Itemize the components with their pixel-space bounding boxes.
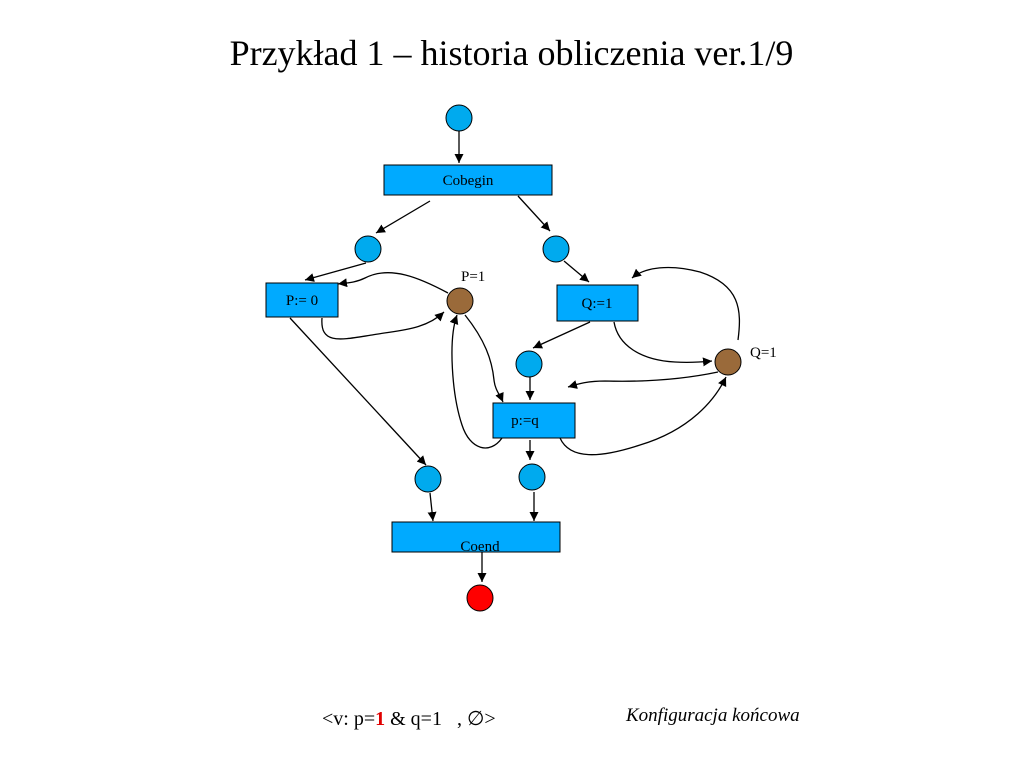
place-bottom-left <box>414 465 442 493</box>
transition-q-assign-label: Q:=1 <box>582 296 613 312</box>
arc-cobegin-to-right-place <box>517 195 551 232</box>
arc-passign-to-presource <box>321 311 445 340</box>
transition-coend-label: Coend <box>460 539 500 555</box>
transition-cobegin-label: Cobegin <box>443 173 494 189</box>
config-suffix: > <box>484 708 496 730</box>
place-start <box>445 104 473 132</box>
transition-pq-assign-label: p:=q <box>511 413 539 429</box>
arc-qassign-to-qresource <box>613 321 713 367</box>
config-prefix: <v: p= <box>322 708 376 730</box>
config-empty-set: ∅ <box>466 708 485 730</box>
places <box>354 104 742 612</box>
transition-pq-assign: p:=q <box>492 402 576 439</box>
place-left-after-cobegin <box>354 235 382 263</box>
resource-q-label: Q=1 <box>750 345 777 361</box>
place-right-after-cobegin <box>542 235 570 263</box>
arc-qassign-to-mid-place <box>532 321 591 349</box>
place-resource-p <box>446 287 474 315</box>
arc-pqassign-to-presource <box>449 314 503 449</box>
arc-qresource-to-qassign <box>631 266 741 341</box>
place-resource-q <box>714 348 742 376</box>
place-final <box>466 584 494 612</box>
transition-p-assign-label: P:= 0 <box>286 293 318 309</box>
caption: Konfiguracja końcowa <box>626 705 800 726</box>
transition-cobegin: Cobegin <box>383 164 553 196</box>
arc-bottom-left-place-to-coend <box>427 492 437 522</box>
arc-passign-to-bottom-left-place <box>289 317 427 466</box>
transition-q-assign: Q:=1 <box>556 284 639 322</box>
configuration-line: <v: p=1 & q=1 , ∅> <box>322 706 496 731</box>
transition-coend: Coend <box>391 521 561 555</box>
slide-title: Przykład 1 – historia obliczenia ver.1/9 <box>229 33 794 73</box>
transition-p-assign: P:= 0 <box>265 282 339 318</box>
arc-left-place-to-passign <box>304 262 367 282</box>
arcs <box>289 131 741 582</box>
arc-right-place-to-qassign <box>563 260 590 283</box>
arc-pqassign-to-qresource <box>559 376 727 456</box>
resource-p-label: P=1 <box>461 269 485 285</box>
config-p-value: 1 <box>375 708 386 730</box>
arc-presource-to-passign <box>337 272 449 294</box>
place-before-pq-assign <box>515 350 543 378</box>
arc-cobegin-to-left-place <box>375 200 431 234</box>
arc-presource-to-pqassign <box>464 314 504 403</box>
place-bottom-right <box>518 463 546 491</box>
arc-qresource-to-pqassign <box>567 371 719 389</box>
config-middle: & q=1 , <box>385 708 467 730</box>
